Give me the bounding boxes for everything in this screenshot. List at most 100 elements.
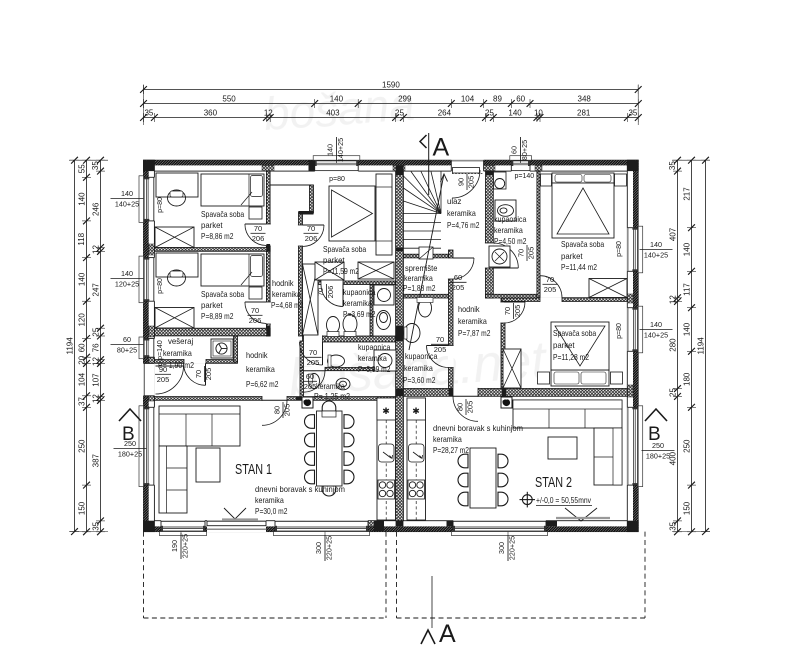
svg-text:205: 205 <box>434 345 447 354</box>
svg-text:220+25: 220+25 <box>508 536 517 560</box>
svg-text:400: 400 <box>668 451 677 465</box>
svg-text:205: 205 <box>282 404 291 417</box>
svg-text:90: 90 <box>159 365 167 374</box>
svg-text:P=3,99 m2: P=3,99 m2 <box>358 365 391 374</box>
svg-text:70: 70 <box>254 224 262 233</box>
svg-text:80: 80 <box>455 403 464 411</box>
svg-text:spremište: spremište <box>405 264 438 273</box>
svg-text:140: 140 <box>650 240 662 249</box>
svg-text:247: 247 <box>91 283 100 297</box>
svg-text:Spavača soba: Spavača soba <box>553 329 597 338</box>
svg-text:80+25: 80+25 <box>117 346 137 355</box>
svg-text:140+25: 140+25 <box>644 251 668 260</box>
svg-text:25: 25 <box>91 327 100 336</box>
svg-text:140: 140 <box>508 108 522 117</box>
svg-text:264: 264 <box>438 108 452 117</box>
svg-text:P=7,87 m2: P=7,87 m2 <box>458 329 491 338</box>
svg-text:70: 70 <box>316 288 325 296</box>
svg-text:35: 35 <box>91 521 100 530</box>
svg-text:P= 1,25 m2: P= 1,25 m2 <box>314 392 350 401</box>
svg-text:keramika: keramika <box>458 317 487 326</box>
svg-text:✱: ✱ <box>412 406 420 416</box>
svg-text:dnevni boravak s kuhinjom: dnevni boravak s kuhinjom <box>433 424 523 433</box>
svg-text:12: 12 <box>91 245 100 254</box>
svg-text:parket: parket <box>201 221 223 230</box>
svg-text:76: 76 <box>91 343 100 352</box>
svg-text:parket: parket <box>201 301 223 310</box>
svg-text:246: 246 <box>91 202 100 216</box>
svg-text:70: 70 <box>307 224 315 233</box>
svg-text:60: 60 <box>516 94 525 103</box>
svg-text:280: 280 <box>668 338 677 352</box>
svg-text:107: 107 <box>91 373 100 387</box>
svg-text:205: 205 <box>544 285 557 294</box>
svg-text:89: 89 <box>493 94 502 103</box>
svg-text:104: 104 <box>77 372 86 386</box>
svg-text:p=80: p=80 <box>616 323 623 339</box>
svg-text:180: 180 <box>682 372 691 386</box>
svg-text:140: 140 <box>330 94 344 103</box>
svg-text:parket: parket <box>561 252 583 261</box>
svg-text:120+25: 120+25 <box>115 280 139 289</box>
svg-text:180+25: 180+25 <box>646 452 670 461</box>
svg-text:hodnik: hodnik <box>458 305 480 314</box>
svg-text:12: 12 <box>668 295 677 304</box>
svg-text:A: A <box>439 620 456 648</box>
svg-text:205: 205 <box>204 368 213 381</box>
svg-text:P=3,69 m2: P=3,69 m2 <box>343 310 376 319</box>
svg-text:A: A <box>433 134 450 162</box>
svg-text:25: 25 <box>668 388 677 397</box>
svg-text:P=4,68 m2: P=4,68 m2 <box>271 301 304 310</box>
svg-text:150: 150 <box>682 501 691 515</box>
svg-text:1194: 1194 <box>696 337 705 355</box>
svg-text:206: 206 <box>326 286 335 299</box>
svg-text:keramika: keramika <box>494 226 523 235</box>
svg-text:205: 205 <box>307 358 320 367</box>
svg-text:205: 205 <box>304 382 317 391</box>
svg-text:P=28,27 m2: P=28,27 m2 <box>433 446 469 455</box>
svg-text:35: 35 <box>628 108 637 117</box>
svg-text:35: 35 <box>91 161 100 170</box>
svg-text:p=140: p=140 <box>515 173 535 180</box>
svg-text:P=8,89 m2: P=8,89 m2 <box>201 312 234 321</box>
svg-text:p=80: p=80 <box>329 176 345 183</box>
svg-text:140: 140 <box>77 272 86 286</box>
svg-text:250: 250 <box>77 439 86 453</box>
svg-text:p=80: p=80 <box>616 241 623 257</box>
svg-text:60: 60 <box>454 273 462 282</box>
svg-text:kupaonica: kupaonica <box>358 343 391 352</box>
svg-text:205: 205 <box>466 176 475 189</box>
svg-text:120: 120 <box>77 313 86 327</box>
svg-text:37: 37 <box>77 397 86 406</box>
svg-text:Spavača soba: Spavača soba <box>201 210 245 219</box>
svg-text:281: 281 <box>577 108 591 117</box>
svg-text:keramika: keramika <box>343 299 372 308</box>
svg-text:90: 90 <box>456 178 465 186</box>
svg-text:B: B <box>648 424 661 445</box>
svg-text:150: 150 <box>77 501 86 515</box>
svg-text:STAN 2: STAN 2 <box>535 474 572 491</box>
svg-text:STAN 1: STAN 1 <box>235 461 272 478</box>
svg-text:hodnik: hodnik <box>246 351 268 360</box>
svg-text:250: 250 <box>652 441 664 450</box>
svg-text:keramika: keramika <box>163 349 192 358</box>
svg-text:80+25: 80+25 <box>520 140 529 160</box>
svg-text:12: 12 <box>264 108 273 117</box>
svg-text:550: 550 <box>222 94 236 103</box>
svg-text:keramika: keramika <box>433 435 462 444</box>
svg-text:kupaonica: kupaonica <box>494 215 527 224</box>
svg-text:140: 140 <box>682 242 691 256</box>
svg-text:140: 140 <box>121 189 133 198</box>
svg-text:300: 300 <box>314 542 323 554</box>
svg-text:407: 407 <box>668 227 677 241</box>
svg-text:205: 205 <box>452 283 465 292</box>
svg-text:140: 140 <box>325 144 334 156</box>
svg-text:387: 387 <box>91 453 100 467</box>
svg-text:70: 70 <box>194 370 203 378</box>
svg-text:250: 250 <box>124 439 136 448</box>
svg-text:P=8,86 m2: P=8,86 m2 <box>201 232 234 241</box>
svg-text:250: 250 <box>682 439 691 453</box>
svg-text:35: 35 <box>144 108 153 117</box>
svg-text:348: 348 <box>578 94 592 103</box>
svg-text:✱: ✱ <box>382 406 390 416</box>
